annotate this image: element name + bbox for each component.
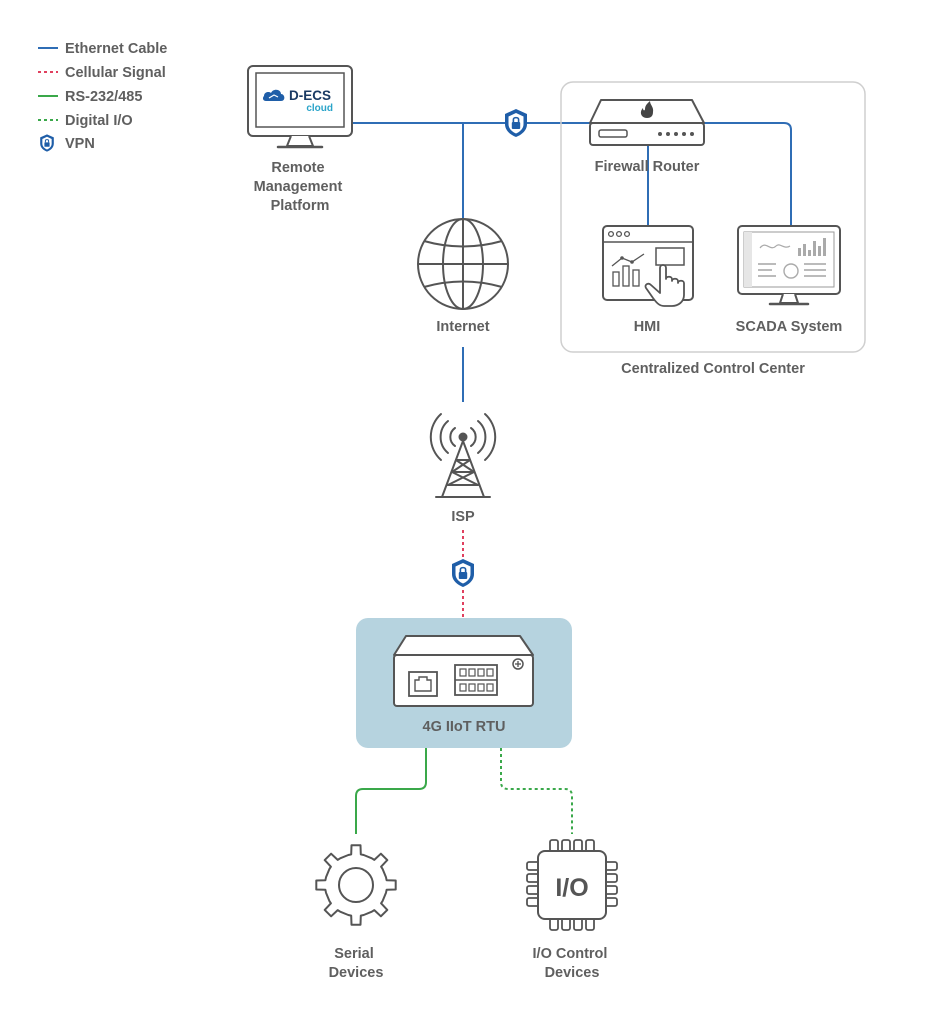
remote-platform-label: Remote Management Platform xyxy=(254,160,347,214)
serial-devices-label: Serial Devices xyxy=(329,946,384,981)
hand-pointer-icon xyxy=(644,264,685,307)
brand-sub: cloud xyxy=(306,103,333,114)
scada-monitor-icon xyxy=(737,225,841,306)
rtu-label: 4G IIoT RTU xyxy=(423,719,506,735)
control-center-box xyxy=(560,81,866,353)
hmi-touchscreen-icon xyxy=(602,225,694,307)
legend-vpn: VPN xyxy=(39,133,95,153)
internet-label: Internet xyxy=(436,319,489,335)
connections xyxy=(352,122,792,834)
legend-serial-label: RS-232/485 xyxy=(65,89,142,105)
remote-platform-monitor-icon: D-ECS cloud xyxy=(247,65,353,149)
io-chip-text: I/O xyxy=(555,874,588,902)
legend-ethernet-label: Ethernet Cable xyxy=(65,41,167,57)
digital-io-link xyxy=(500,748,573,834)
control-center-label: Centralized Control Center xyxy=(621,361,805,377)
flame-icon xyxy=(640,101,654,118)
legend-serial: RS-232/485 xyxy=(38,89,142,105)
rtu-device-box: 4G IIoT RTU xyxy=(356,618,572,748)
cell-tower-icon xyxy=(429,413,497,498)
scada-label: SCADA System xyxy=(736,319,843,335)
io-chip-icon: I/O xyxy=(526,839,618,931)
legend-digital: Digital I/O xyxy=(38,113,133,129)
legend-ethernet: Ethernet Cable xyxy=(38,41,167,57)
legend: Ethernet Cable Cellular Signal RS-232/48… xyxy=(38,41,167,153)
hmi-label: HMI xyxy=(634,319,661,335)
vpn-shield-icon xyxy=(504,108,528,138)
gear-icon xyxy=(315,844,397,926)
legend-cellular-label: Cellular Signal xyxy=(65,65,166,81)
legend-cellular: Cellular Signal xyxy=(38,65,166,81)
legend-vpn-label: VPN xyxy=(65,136,95,152)
cloud-logo-icon xyxy=(262,89,285,101)
serial-link xyxy=(355,748,427,834)
firewall-label: Firewall Router xyxy=(595,159,700,175)
vpn-shield-icon xyxy=(39,133,55,153)
io-devices-label: I/O Control Devices xyxy=(533,946,612,981)
legend-digital-label: Digital I/O xyxy=(65,113,133,129)
rtu-hardware-icon xyxy=(393,635,534,707)
globe-icon xyxy=(417,218,509,310)
ethernet-link-firewall-scada xyxy=(704,122,792,226)
brand-name: D-ECS xyxy=(289,88,331,103)
isp-label: ISP xyxy=(451,509,475,525)
vpn-shield-icon xyxy=(451,558,475,588)
firewall-router-icon xyxy=(589,99,705,146)
